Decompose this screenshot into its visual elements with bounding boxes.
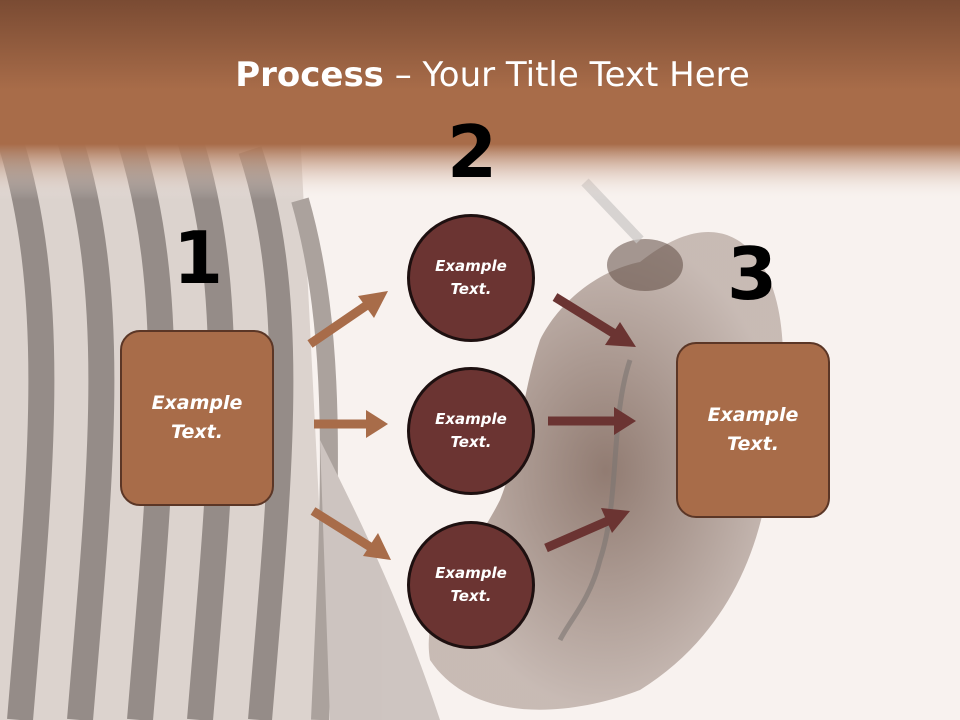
circle-bottom-line1: Example <box>435 564 507 582</box>
process-circle-top: Example Text. <box>407 214 535 342</box>
title-bold: Process <box>235 55 384 95</box>
header-band <box>0 0 960 200</box>
step-number-1: 1 <box>172 216 224 300</box>
circle-middle-line1: Example <box>435 410 507 428</box>
slide-title: Process – Your Title Text Here <box>0 52 960 98</box>
right-box-line2: Text. <box>727 433 779 455</box>
right-process-box: Example Text. <box>676 342 830 518</box>
left-process-box: Example Text. <box>120 330 274 506</box>
left-box-line1: Example <box>151 392 243 414</box>
right-box-line1: Example <box>707 404 799 426</box>
circle-top-line2: Text. <box>450 280 492 298</box>
circle-middle-line2: Text. <box>450 433 492 451</box>
left-box-line2: Text. <box>171 421 223 443</box>
circle-top-line1: Example <box>435 257 507 275</box>
step-number-2: 2 <box>446 110 498 194</box>
title-rest: – Your Title Text Here <box>383 55 750 95</box>
process-circle-middle: Example Text. <box>407 367 535 495</box>
process-circle-bottom: Example Text. <box>407 521 535 649</box>
step-number-3: 3 <box>726 232 778 316</box>
circle-bottom-line2: Text. <box>450 587 492 605</box>
